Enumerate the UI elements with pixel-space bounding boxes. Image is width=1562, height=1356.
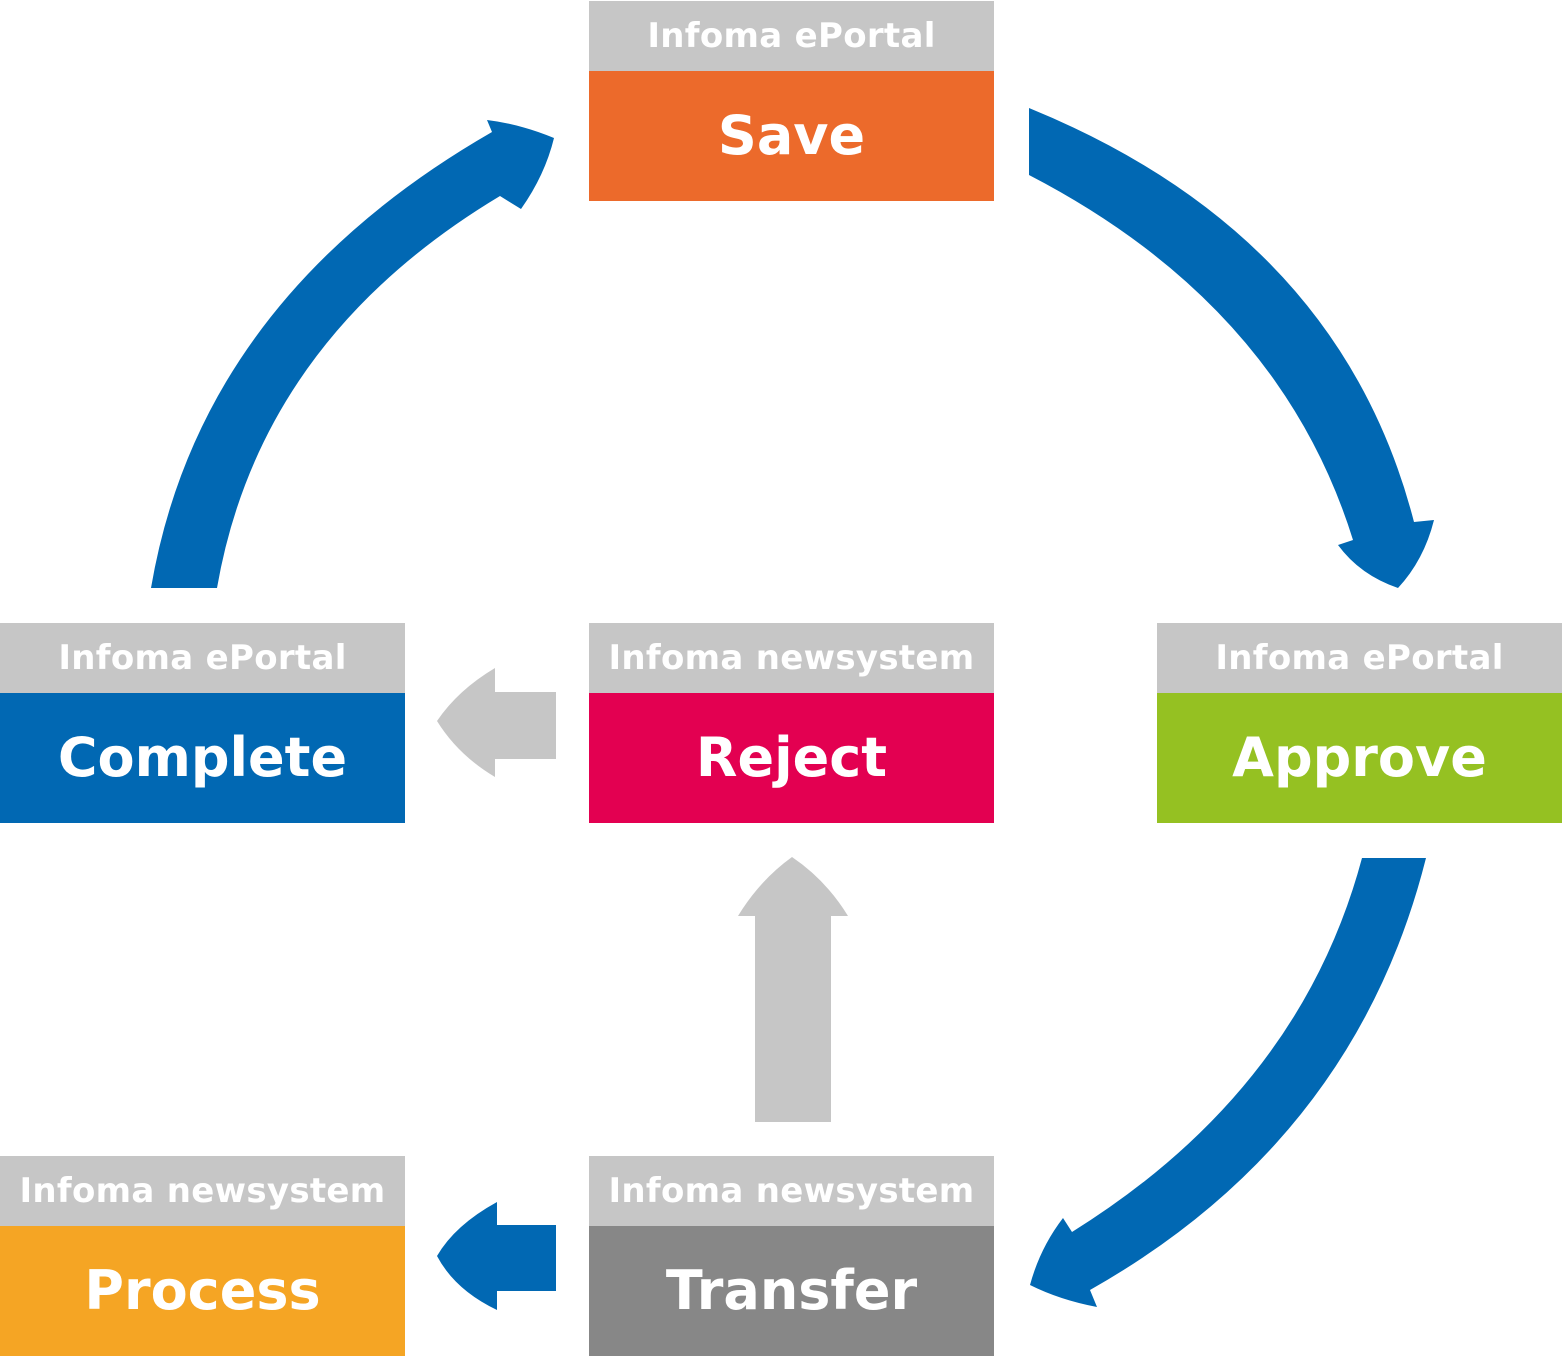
save-step-label: Save: [589, 71, 994, 201]
save-system-label: Infoma ePortal: [589, 1, 994, 71]
approve-step-label: Approve: [1157, 693, 1562, 823]
approve-system-label: Infoma ePortal: [1157, 623, 1562, 693]
arrow-save-to-approve: [1029, 108, 1434, 588]
reject-step-label: Reject: [589, 693, 994, 823]
arrow-complete-to-save: [151, 120, 554, 588]
transfer-system-label: Infoma newsystem: [589, 1156, 994, 1226]
reject-system-label: Infoma newsystem: [589, 623, 994, 693]
complete-step-box: Infoma ePortal Complete: [0, 623, 405, 823]
complete-system-label: Infoma ePortal: [0, 623, 405, 693]
transfer-step-label: Transfer: [589, 1226, 994, 1356]
process-step-box: Infoma newsystem Process: [0, 1156, 405, 1356]
arrow-transfer-to-reject: [738, 857, 848, 1122]
process-system-label: Infoma newsystem: [0, 1156, 405, 1226]
arrow-approve-to-transfer: [1030, 858, 1426, 1307]
transfer-step-box: Infoma newsystem Transfer: [589, 1156, 994, 1356]
arrow-reject-to-complete: [437, 668, 556, 777]
process-step-label: Process: [0, 1226, 405, 1356]
complete-step-label: Complete: [0, 693, 405, 823]
reject-step-box: Infoma newsystem Reject: [589, 623, 994, 823]
approve-step-box: Infoma ePortal Approve: [1157, 623, 1562, 823]
arrow-transfer-to-process: [437, 1202, 556, 1310]
save-step-box: Infoma ePortal Save: [589, 1, 994, 201]
